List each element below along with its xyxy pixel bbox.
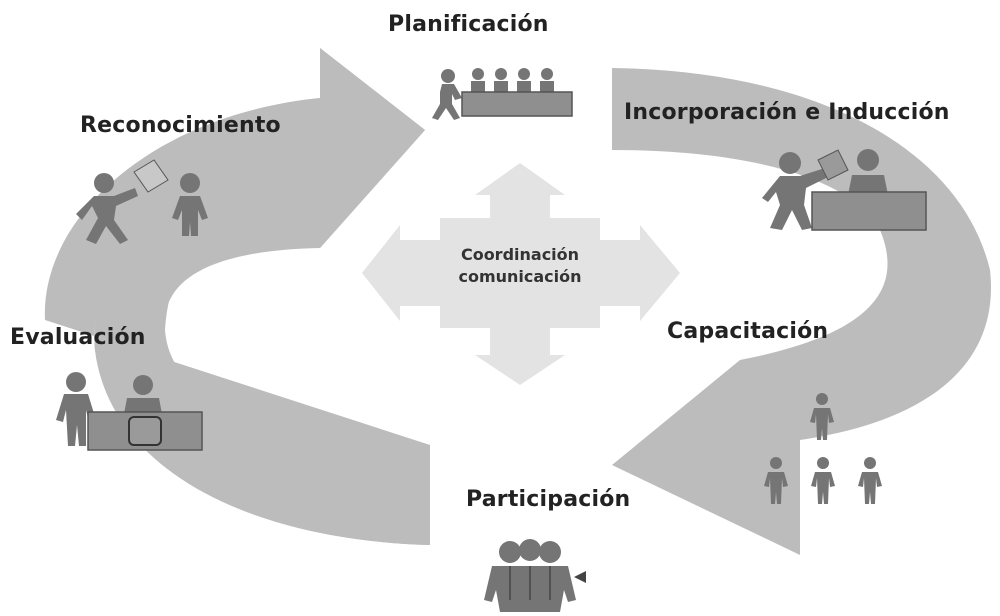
stage-label-reconocimiento: Reconocimiento [80, 113, 281, 138]
training-people-icon [764, 393, 882, 504]
stage-label-participacion: Participación [466, 487, 631, 512]
onboarding-handover-icon [762, 149, 927, 231]
stage-label-capacitacion: Capacitación [667, 319, 829, 344]
stage-label-planificacion: Planificación [388, 12, 549, 37]
stage-label-incorporacion: Incorporación e Inducción [624, 100, 950, 125]
left-cycle-tail [94, 98, 320, 350]
planning-meeting-icon [432, 68, 573, 120]
left-cycle-head [320, 48, 425, 248]
participation-group-icon [484, 539, 586, 612]
evaluation-desk-icon [56, 372, 203, 451]
right-cycle-arrow [612, 68, 992, 555]
center-label-line2: comunicación [458, 267, 582, 286]
recognition-award-icon [76, 159, 208, 244]
stage-label-evaluacion: Evaluación [10, 325, 146, 350]
center-label-line1: Coordinación [460, 245, 580, 264]
center-cross-arrow [362, 163, 680, 385]
center-label: Coordinación comunicación [430, 244, 610, 288]
